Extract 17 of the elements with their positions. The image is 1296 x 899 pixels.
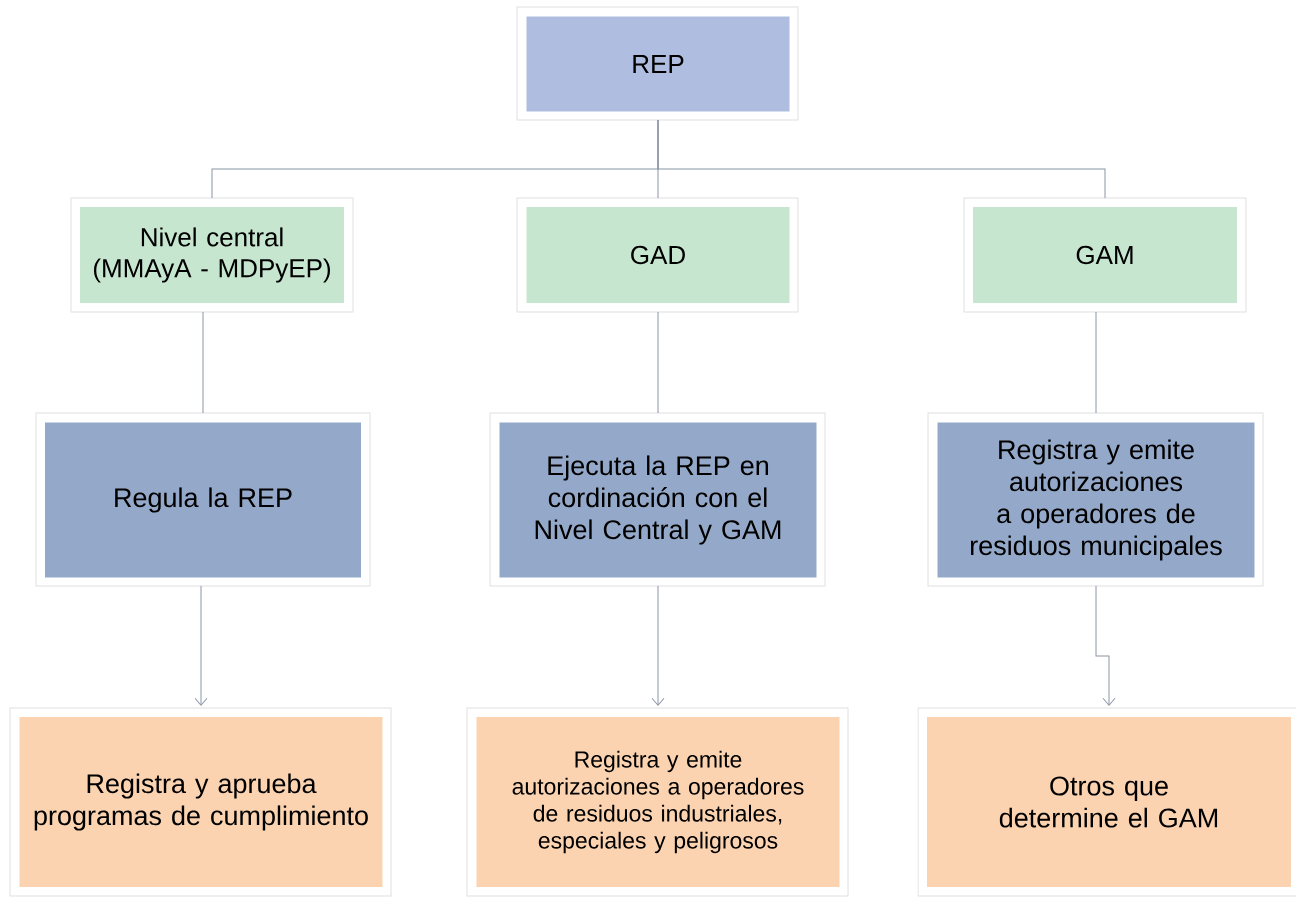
connector	[657, 119, 1106, 199]
task-box: Registra y aprueba programas de cumplimiento	[9, 707, 392, 897]
level-box: GAD	[516, 197, 799, 313]
role-box: Regula la REP	[35, 412, 371, 587]
role-box: Registra y emite autorizaciones a operadores de residuos municipales	[927, 412, 1264, 587]
connector	[202, 311, 204, 414]
connector	[1095, 311, 1097, 414]
connector	[1095, 585, 1116, 706]
connector	[194, 585, 208, 706]
task-box: Registra y emite autorizaciones a operadores de residuos industriales, especiales y peligrosos	[466, 707, 849, 897]
root-box: REP	[516, 6, 799, 121]
level-box: GAM	[963, 197, 1247, 313]
task-box: Otros que determine el GAM	[917, 707, 1296, 897]
connector	[651, 585, 665, 706]
connector	[657, 311, 659, 414]
level-box: Nivel central (MMAyA - MDPyEP)	[70, 197, 354, 313]
role-box: Ejecuta la REP en cordinación con el Nivel Central y GAM	[489, 412, 826, 587]
